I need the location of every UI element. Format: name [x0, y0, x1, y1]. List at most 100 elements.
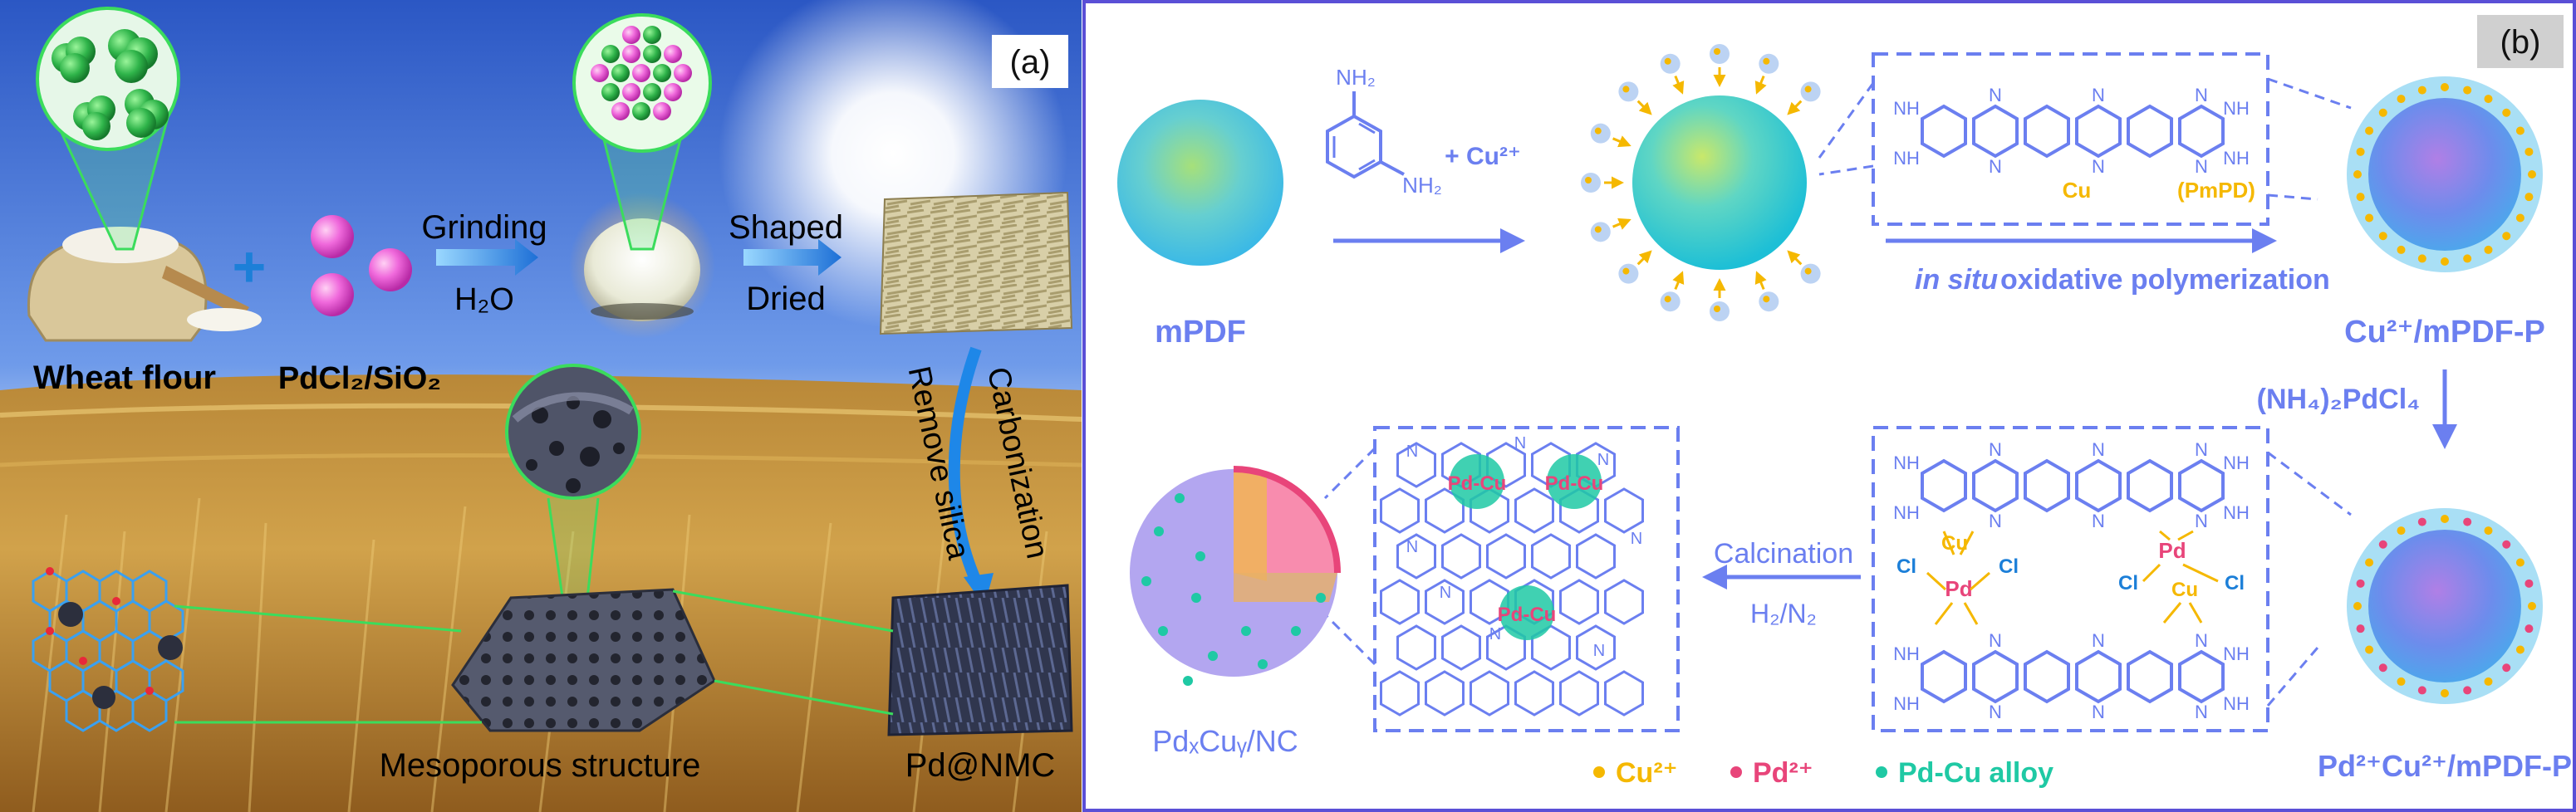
pd-cu-tag-1: Pd-Cu: [1448, 472, 1507, 495]
svg-text:NH: NH: [2223, 502, 2250, 523]
pmpd-label: (PmPD): [2177, 178, 2255, 203]
grinding-label: Grinding: [421, 209, 547, 246]
pd-atom: [58, 602, 83, 627]
svg-text:NH: NH: [2223, 98, 2250, 119]
mpdf-sphere: [1117, 100, 1283, 266]
dried-noodles: [879, 191, 1073, 335]
pd-left: Pd: [1945, 576, 1972, 601]
pd-nmc-block: [887, 584, 1073, 736]
svg-text:NH: NH: [2223, 148, 2250, 169]
pd-cu-coordination-box: [1872, 426, 2269, 732]
m-phenylenediamine-structure: NH₂ NH₂: [1326, 65, 1442, 198]
monomer-coated-sphere: [1632, 95, 1807, 270]
cu-mpdf-p-label: Cu²⁺/mPDF-P: [2344, 315, 2545, 350]
monomer-satellite: [1800, 263, 1821, 284]
monomer-satellite: [1590, 222, 1611, 242]
zoom-lines-nmc: [672, 589, 894, 716]
monomer-satellite: [1660, 291, 1681, 312]
monomer-satellite: [1581, 173, 1601, 193]
svg-text:N: N: [2195, 85, 2208, 105]
cu-mpdf-p-core: [2368, 98, 2521, 251]
cl-right-2: Cl: [2225, 572, 2245, 594]
svg-text:NH: NH: [1893, 693, 1920, 714]
nh2-top: NH₂: [1336, 65, 1376, 90]
nc-zoom-lines: [1323, 447, 1376, 666]
svg-text:N: N: [2092, 630, 2105, 651]
panel-a-label-box: [992, 35, 1068, 88]
svg-text:N: N: [1514, 434, 1526, 452]
svg-text:NH: NH: [1893, 643, 1920, 664]
pink-green-lattice: [591, 26, 692, 120]
svg-text:NH: NH: [2223, 693, 2250, 714]
shaped-label: Shaped: [729, 209, 843, 246]
calcination-label: Calcination: [1714, 538, 1853, 570]
dried-label: Dried: [746, 281, 826, 317]
nc-structure-box: [1373, 426, 1680, 732]
alloy-nanoparticle: [1450, 454, 1504, 509]
svg-text:NH: NH: [1893, 148, 1920, 169]
pd-nmc-label: Pd@NMC: [905, 747, 1056, 784]
h2-n2-label: H₂/N₂: [1750, 599, 1817, 629]
plus-sign: +: [233, 234, 267, 299]
monomer-satellite: [1759, 53, 1779, 74]
h2o-label: H₂O: [454, 282, 514, 317]
pmpd-zoom-lines-right: [2267, 77, 2352, 201]
svg-text:NH: NH: [1893, 98, 1920, 119]
svg-text:N: N: [2092, 511, 2105, 531]
legend-pd-label: Pd²⁺: [1753, 757, 1813, 789]
svg-text:N: N: [2195, 702, 2208, 722]
svg-text:N: N: [1406, 538, 1418, 556]
svg-text:N: N: [2092, 702, 2105, 722]
monomer-satellite: [1618, 81, 1639, 102]
in-situ-label: in situ: [1915, 264, 1998, 296]
legend: Cu²⁺ Pd²⁺ Pd-Cu alloy: [1593, 757, 2053, 789]
mesoporous-label: Mesoporous structure: [380, 747, 701, 784]
mpdf-label: mPDF: [1155, 315, 1246, 350]
pd-cl-coordination: Cu Pd Cl Cl Pd Cu Cl Cl: [1896, 530, 2245, 625]
pdcl2-sio2-particles: [311, 215, 412, 316]
legend-alloy-label: Pd-Cu alloy: [1898, 757, 2053, 789]
panel-b-label-box: [2477, 15, 2564, 68]
panel-a-label: (a): [1010, 44, 1051, 81]
zoom-circle-dough: [572, 13, 712, 153]
svg-text:N: N: [2195, 511, 2208, 531]
svg-text:NH: NH: [1893, 452, 1920, 473]
svg-text:NH: NH: [1893, 502, 1920, 523]
monomer-satellite: [1618, 263, 1639, 284]
wheat-flour-sack: [27, 227, 262, 342]
monomer-satellite: [1800, 81, 1821, 102]
nh2-bottom: NH₂: [1402, 173, 1442, 198]
pmpd-structure-box: [1872, 52, 2269, 226]
svg-text:N: N: [1597, 451, 1609, 469]
monomer-satellite: [1759, 291, 1779, 312]
cl-right-1: Cl: [2118, 572, 2138, 594]
svg-text:N: N: [1989, 156, 2002, 177]
svg-text:N: N: [2195, 439, 2208, 460]
svg-text:N: N: [1489, 625, 1501, 643]
carbonization-arrow: [948, 346, 982, 584]
monomer-satellite: [1590, 123, 1611, 144]
alloy-nanoparticle: [1547, 454, 1602, 509]
grinding-arrow: [436, 239, 538, 276]
shaped-arrow: [743, 239, 841, 276]
pmpd-zoom-lines-left: [1818, 82, 1875, 176]
zoom-lines-lattice: [174, 604, 482, 724]
svg-text:N: N: [2195, 156, 2208, 177]
svg-text:N: N: [2195, 630, 2208, 651]
svg-text:N: N: [2092, 85, 2105, 105]
svg-text:N: N: [1631, 530, 1642, 548]
pdcu-mpdf-p-label: Pd²⁺Cu²⁺/mPDF-P: [2318, 749, 2572, 783]
svg-text:N: N: [1989, 630, 2002, 651]
svg-text:N: N: [1989, 439, 2002, 460]
monomer-satellite: [1710, 44, 1730, 64]
cu-addition-label: + Cu²⁺: [1445, 143, 1521, 170]
alloy-nanoparticle: [1499, 585, 1554, 640]
legend-cu-marker: [1593, 766, 1605, 778]
cl-left-1: Cl: [1896, 555, 1916, 578]
panel-b-frame: [1082, 0, 2576, 812]
panel-a: (a) Wheat flour + PdCl₂/SiO₂ Grinding: [0, 0, 1082, 812]
legend-cu-label: Cu²⁺: [1616, 757, 1678, 789]
alloy-dots-on-sphere: [1141, 493, 1326, 686]
